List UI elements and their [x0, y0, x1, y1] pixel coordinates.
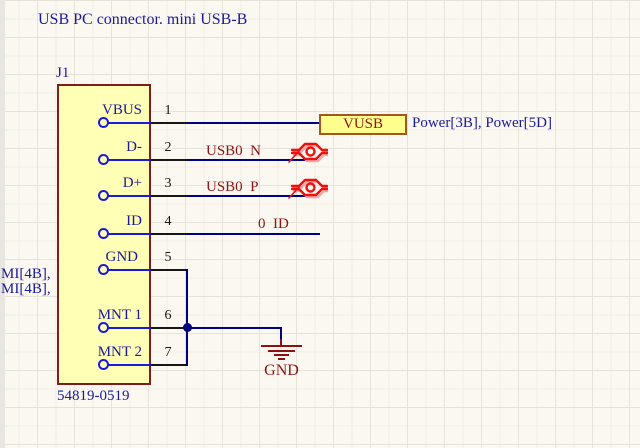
pin-number-label: 7 [164, 345, 172, 360]
port-label: VUSB [342, 116, 383, 133]
wire-gnd-vertical[interactable] [186, 269, 188, 366]
sheet-edge [0, 0, 5, 448]
wire-vbus[interactable] [187, 122, 319, 124]
clipped-text-line-2[interactable]: MI[4B], [1, 281, 51, 297]
net-label-id[interactable]: 0 ID [258, 216, 289, 232]
pin-name-label: VBUS [101, 102, 142, 118]
pin-line [151, 364, 187, 366]
pin-number-label: 6 [164, 308, 172, 323]
component-part-number[interactable]: 54819-0519 [57, 388, 130, 404]
clipped-text-line-1[interactable]: MI[4B], [1, 266, 51, 282]
sheet-title-text[interactable]: USB PC connector. mini USB-B [38, 11, 248, 28]
wire-id[interactable] [187, 233, 320, 235]
pin-name-label: D+ [122, 175, 142, 191]
port-annotation-text[interactable]: Power[3B], Power[5D] [412, 115, 552, 131]
pin-line [151, 269, 187, 271]
pin-name-label: MNT 1 [97, 307, 142, 323]
pin-inner-line [108, 195, 151, 197]
gnd-bar-4 [278, 358, 285, 360]
diff-pair-icon[interactable] [286, 140, 328, 164]
gnd-bar-2 [268, 350, 295, 352]
port-vusb[interactable]: VUSB [319, 114, 407, 135]
pin-inner-line [108, 233, 151, 235]
gnd-bar-3 [274, 354, 289, 356]
pin-line [151, 159, 187, 161]
pin-name-label: GND [105, 249, 139, 265]
pin-name-label: ID [126, 213, 142, 229]
junction-dot[interactable] [183, 323, 192, 332]
gnd-label: GND [264, 362, 299, 379]
pin-line [151, 195, 187, 197]
pin-number-label: 4 [164, 214, 172, 229]
component-refdes[interactable]: J1 [56, 65, 70, 81]
pin-inner-line [108, 364, 151, 366]
pin-number-label: 2 [164, 140, 172, 155]
wire-usb0-n[interactable] [187, 159, 317, 161]
pin-inner-line [108, 122, 151, 124]
wire-usb0-p[interactable] [187, 195, 317, 197]
gnd-stem [280, 339, 282, 346]
pin-inner-line [108, 327, 151, 329]
wire-gnd-drop[interactable] [280, 327, 282, 341]
pin-line [151, 233, 187, 235]
pin-name-label: MNT 2 [97, 344, 142, 360]
net-label-usb0-n[interactable]: USB0 N [206, 143, 262, 159]
gnd-bar-1 [261, 345, 302, 347]
pin-line [151, 122, 187, 124]
pin-number-label: 5 [164, 250, 172, 265]
pin-number-label: 1 [164, 103, 172, 118]
wire-mnt1-to-gnd[interactable] [187, 327, 282, 329]
pin-name-label: D- [126, 139, 142, 155]
net-label-usb0-p[interactable]: USB0 P [206, 179, 259, 195]
pin-number-label: 3 [164, 176, 172, 191]
pin-line [151, 327, 187, 329]
pin-inner-line [108, 159, 151, 161]
pin-inner-line [108, 269, 151, 271]
diff-pair-icon[interactable] [286, 176, 328, 200]
